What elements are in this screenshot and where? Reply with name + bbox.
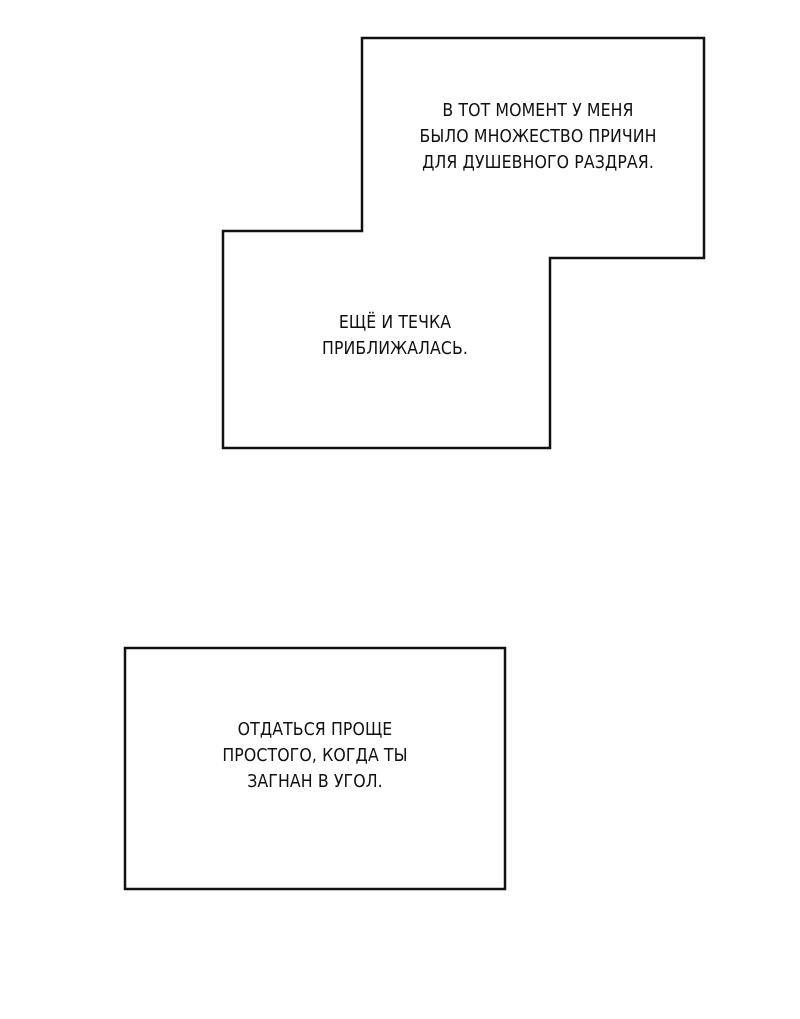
caption-line: ЗАГНАН В УГОЛ. bbox=[247, 772, 383, 792]
narration-caption-2: ЕЩЁ И ТЕЧКА ПРИБЛИЖАЛАСЬ. bbox=[300, 310, 490, 362]
caption-line: ПРИБЛИЖАЛАСЬ. bbox=[322, 339, 468, 359]
bottom-panel-frame bbox=[123, 646, 507, 891]
narration-caption-3: ОТДАТЬСЯ ПРОЩЕ ПРОСТОГО, КОГДА ТЫ ЗАГНАН… bbox=[186, 717, 444, 795]
caption-line: ОТДАТЬСЯ ПРОЩЕ bbox=[237, 720, 393, 740]
top-stepped-panel-frame bbox=[221, 36, 706, 450]
narration-caption-1: В ТОТ МОМЕНТ У МЕНЯ БЫЛО МНОЖЕСТВО ПРИЧИ… bbox=[398, 98, 678, 176]
caption-line: ДЛЯ ДУШЕВНОГО РАЗДРАЯ. bbox=[422, 153, 654, 173]
caption-line: ЕЩЁ И ТЕЧКА bbox=[338, 313, 452, 333]
caption-line: В ТОТ МОМЕНТ У МЕНЯ bbox=[442, 101, 634, 121]
caption-line: БЫЛО МНОЖЕСТВО ПРИЧИН bbox=[419, 127, 657, 147]
caption-line: ПРОСТОГО, КОГДА ТЫ bbox=[222, 746, 408, 766]
